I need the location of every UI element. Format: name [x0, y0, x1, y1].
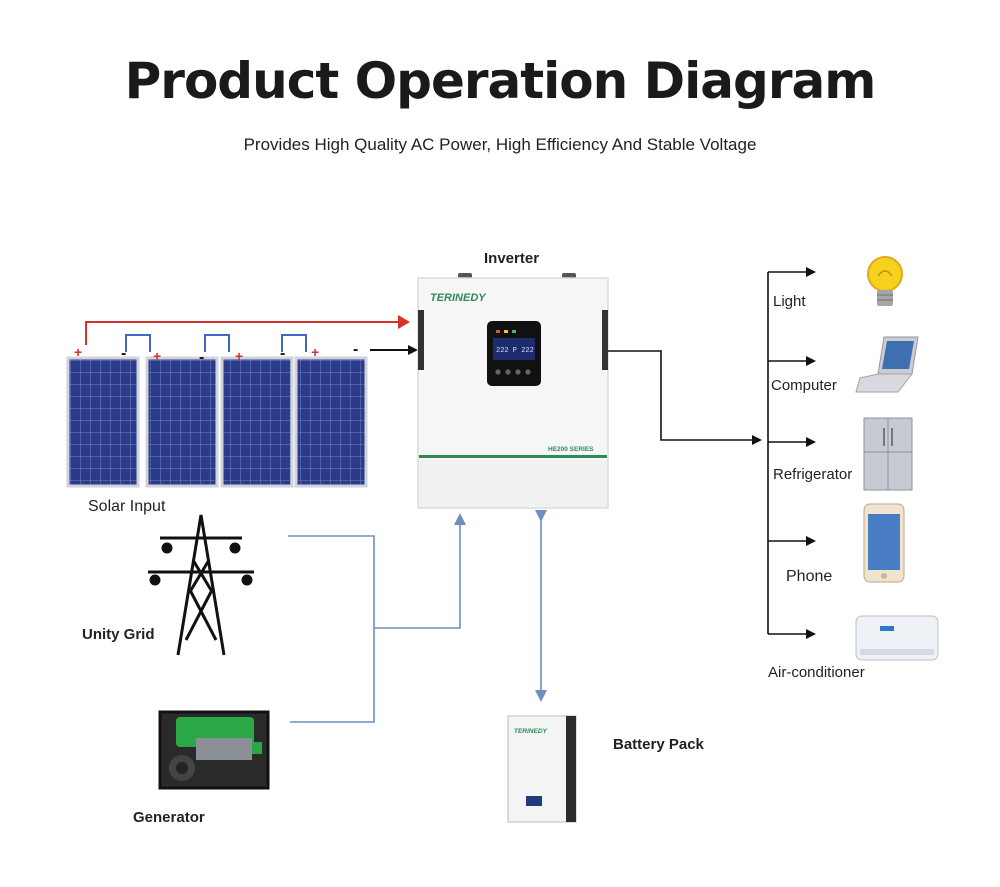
page-subtitle: Provides High Quality AC Power, High Eff… [243, 135, 757, 154]
solar-plus-sign: + [74, 344, 82, 360]
solar-minus-sign: - [121, 345, 126, 362]
refrigerator-icon [863, 417, 913, 491]
generator-line [290, 513, 466, 723]
page-title: Product Operation Diagram [124, 52, 877, 110]
inverter-unit [417, 273, 609, 509]
solar-panels [66, 334, 368, 488]
light-bulb-icon [867, 256, 903, 306]
generator-icon [158, 710, 270, 790]
load-label-light: Light [773, 293, 806, 310]
solar-minus-sign: - [199, 349, 204, 366]
phone-icon [863, 503, 905, 583]
solar-positive-line [85, 315, 410, 345]
load-label-air-conditioner: Air-conditioner [768, 664, 865, 681]
solar-plus-sign: + [153, 348, 161, 364]
inverter-label: Inverter [484, 250, 539, 267]
inverter-display: 222 P 222 [496, 347, 534, 355]
solar-input-label: Solar Input [88, 498, 166, 515]
battery-icon [507, 715, 577, 823]
load-label-computer: Computer [771, 377, 837, 394]
solar-minus-sign: - [280, 345, 285, 362]
air-conditioner-icon [855, 615, 939, 661]
load-label-refrigerator: Refrigerator [773, 466, 852, 483]
transmission-tower-icon [148, 514, 254, 656]
generator-label: Generator [133, 809, 205, 826]
unity-grid-label: Unity Grid [82, 626, 155, 643]
grid-line [288, 535, 375, 628]
battery-pack-label: Battery Pack [613, 736, 705, 753]
solar-plus-sign: + [235, 348, 243, 364]
laptop-icon [855, 336, 919, 393]
inverter-brand: TERINEDY [430, 292, 487, 304]
output-line [608, 350, 762, 445]
load-label-phone: Phone [786, 568, 832, 585]
inverter-series: HE200 SERIES [548, 446, 594, 453]
battery-brand: TERINEDY [514, 728, 548, 735]
solar-plus-sign: + [311, 344, 319, 360]
solar-minus-sign: - [353, 341, 358, 358]
